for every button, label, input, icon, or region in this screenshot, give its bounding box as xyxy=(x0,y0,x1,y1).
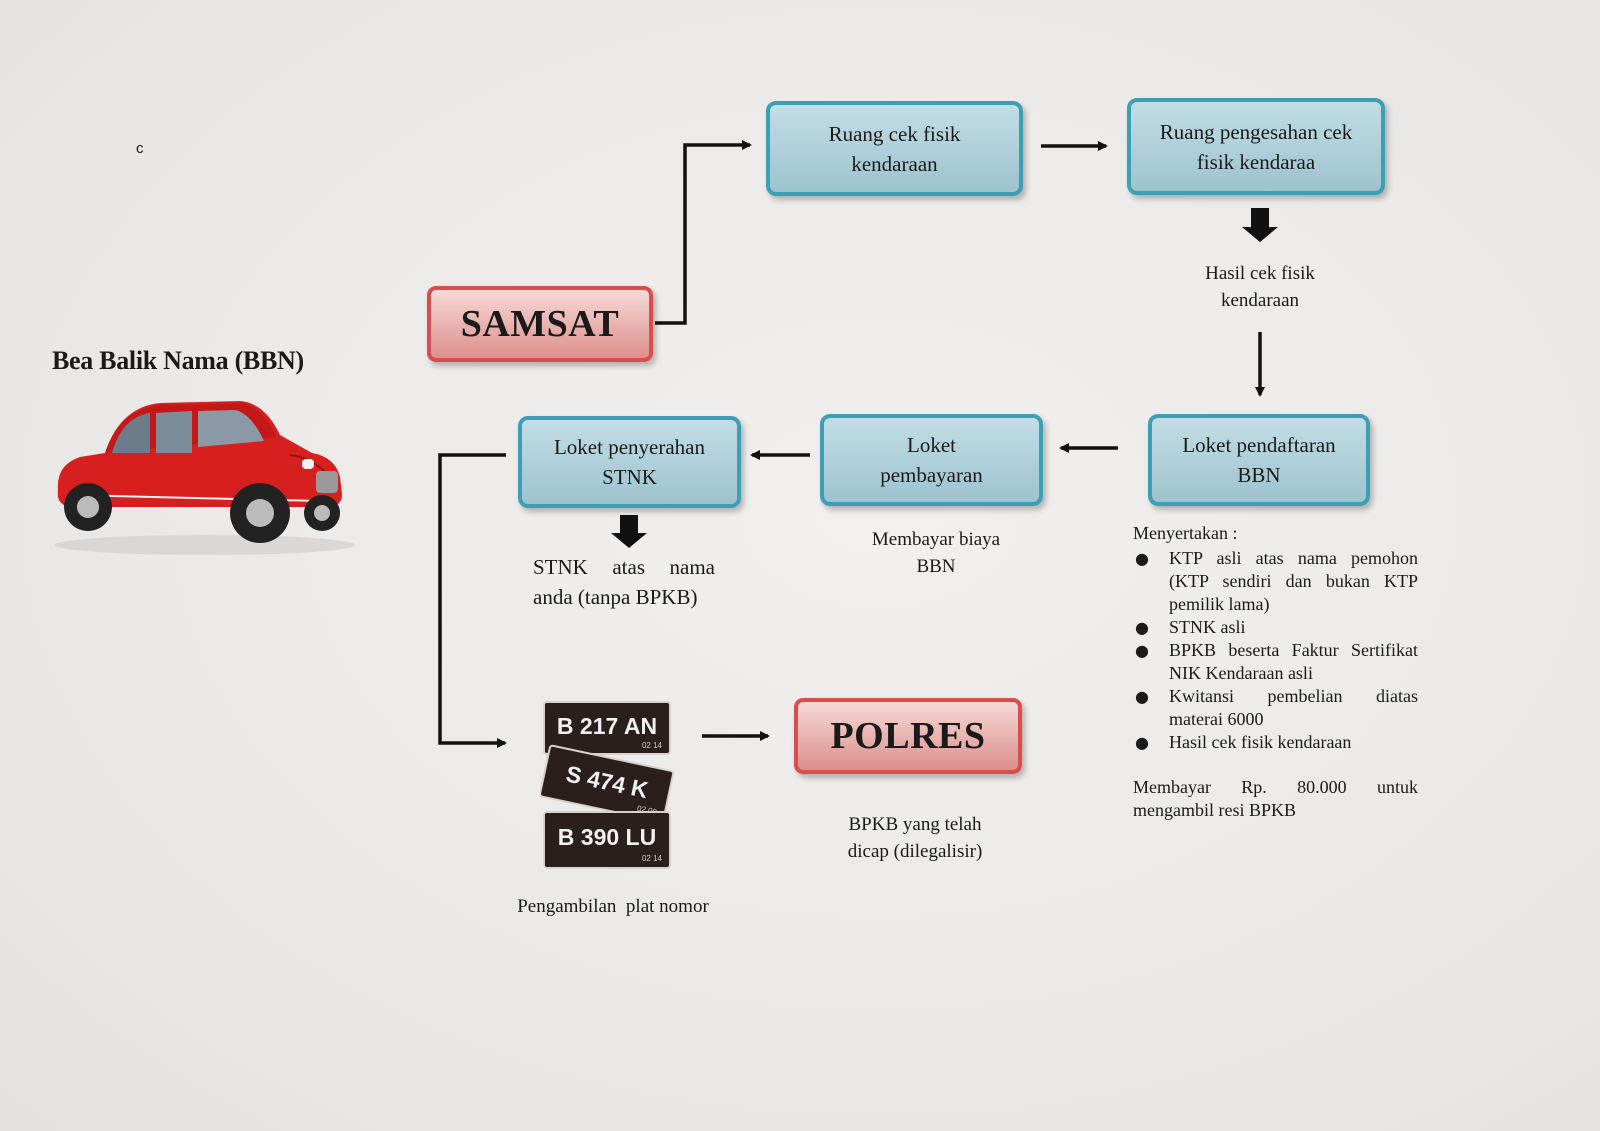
plate-1: B 217 AN 02 14 xyxy=(543,701,671,755)
ruang-cek-fisik-box: Ruang cek fisik kendaraan xyxy=(766,101,1023,196)
ruang-pengesahan-line2: fisik kendaraa xyxy=(1196,149,1316,174)
requirement-item: ● Kwitansi pembelian diatas materai 6000 xyxy=(1133,685,1418,731)
hasil-cek-label: Hasil cek fisik kendaraan xyxy=(1160,260,1360,314)
polres-label: POLRES xyxy=(830,715,986,757)
requirement-item: ● BPKB beserta Faktur Sertifikat NIK Kend… xyxy=(1133,639,1418,685)
plate-3-number: B 390 LU xyxy=(558,824,656,850)
bullet-icon: ● xyxy=(1135,733,1149,752)
requirement-item: ● KTP asli atas nama pemohon (KTP sendiri… xyxy=(1133,547,1418,616)
requirements-list: ● KTP asli atas nama pemohon (KTP sendiri… xyxy=(1133,547,1418,754)
loket-penyerahan-line1: Loket penyerahan xyxy=(553,435,705,459)
block-arrow-penyerahan-down xyxy=(611,515,647,548)
polres-box: POLRES xyxy=(794,698,1022,774)
bullet-icon: ● xyxy=(1135,687,1149,706)
loket-pembayaran-line1: Loket xyxy=(907,433,956,457)
requirement-text: Hasil cek fisik kendaraan xyxy=(1169,732,1352,752)
membayar-bbn-line2: BBN xyxy=(916,556,956,577)
arrow-samsat-to-cek xyxy=(655,140,752,325)
bullet-icon: ● xyxy=(1135,618,1149,637)
license-plates-illustration: B 217 AN 02 14 S 474 K 02 09 B 390 LU 02… xyxy=(540,701,675,869)
requirement-text: Kwitansi pembelian diatas materai 6000 xyxy=(1169,686,1418,729)
requirements-heading: Menyertakan : xyxy=(1133,523,1238,543)
membayar-bbn-line1: Membayar biaya xyxy=(871,529,1001,550)
requirements-footer: Membayar Rp. 80.000 untuk mengambil resi… xyxy=(1133,777,1418,820)
ruang-pengesahan-line1: Ruang pengesahan cek xyxy=(1159,119,1353,144)
requirement-item: ● Hasil cek fisik kendaraan xyxy=(1133,731,1418,754)
requirement-item: ● STNK asli xyxy=(1133,616,1418,639)
pengambilan-plat-label: Pengambilan plat nomor xyxy=(517,896,709,917)
requirement-text: KTP asli atas nama pemohon (KTP sendiri … xyxy=(1169,548,1418,614)
ruang-pengesahan-box: Ruang pengesahan cek fisik kendaraa xyxy=(1127,98,1385,195)
page-title: Bea Balik Nama (BBN) xyxy=(52,346,304,375)
stray-mark: c xyxy=(136,140,144,157)
plate-1-date: 02 14 xyxy=(642,741,663,750)
samsat-label: SAMSAT xyxy=(460,303,620,345)
bullet-icon: ● xyxy=(1135,549,1149,568)
ruang-cek-fisik-line1: Ruang cek fisik xyxy=(828,121,961,146)
bpkb-dicap-line2: dicap (dilegalisir) xyxy=(847,841,983,862)
hasil-cek-line1: Hasil cek fisik xyxy=(1205,263,1315,284)
membayar-bbn-label: Membayar biaya BBN xyxy=(836,526,1036,580)
loket-penyerahan-box: Loket penyerahan STNK xyxy=(518,416,741,508)
loket-pendaftaran-box: Loket pendaftaran BBN xyxy=(1148,414,1370,506)
arrow-penyerahan-to-plat xyxy=(438,453,507,748)
requirements-panel: Menyertakan : ● KTP asli atas nama pemoho… xyxy=(1133,522,1418,822)
stnk-note: STNK atas nama anda (tanpa BPKB) xyxy=(533,555,715,609)
plate-3: B 390 LU 02 14 xyxy=(543,811,671,869)
samsat-box: SAMSAT xyxy=(427,286,653,362)
plate-1-number: B 217 AN xyxy=(557,713,657,739)
requirement-text: STNK asli xyxy=(1169,617,1246,637)
block-arrow-pengesahan-down xyxy=(1242,208,1278,242)
bullet-icon: ● xyxy=(1135,641,1149,660)
bpkb-dicap-line1: BPKB yang telah xyxy=(848,814,982,835)
plate-3-date: 02 14 xyxy=(642,854,663,863)
bpkb-dicap-label: BPKB yang telah dicap (dilegalisir) xyxy=(815,811,1015,865)
loket-pembayaran-box: Loket pembayaran xyxy=(820,414,1043,506)
loket-pembayaran-line2: pembayaran xyxy=(880,463,983,487)
requirement-text: BPKB beserta Faktur Sertifikat NIK Kenda… xyxy=(1169,640,1418,683)
loket-penyerahan-line2: STNK xyxy=(602,465,657,489)
loket-pendaftaran-line1: Loket pendaftaran xyxy=(1182,433,1336,457)
ruang-cek-fisik-line2: kendaraan xyxy=(851,151,938,176)
loket-pendaftaran-line2: BBN xyxy=(1237,463,1281,487)
plate-2: S 474 K 02 09 xyxy=(540,744,675,823)
hasil-cek-line2: kendaraan xyxy=(1220,290,1300,311)
car-illustration xyxy=(55,401,355,555)
